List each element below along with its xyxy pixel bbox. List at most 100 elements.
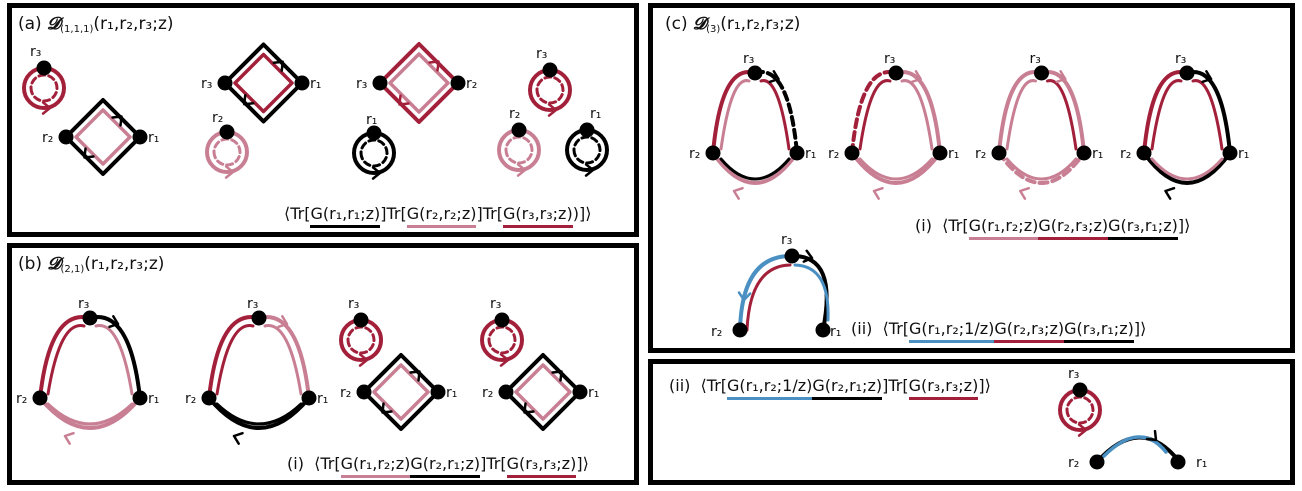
vertex-node — [542, 62, 558, 78]
vertex-label-r2: r₂ — [482, 385, 493, 401]
formula-open: ⟨Tr[ — [314, 454, 341, 473]
propagator-line — [1150, 79, 1183, 151]
direction-arrow — [428, 60, 440, 72]
direction-arrow — [409, 370, 421, 382]
vertex-label-r2: r₂ — [509, 106, 520, 122]
direction-arrow — [732, 186, 744, 200]
propagator-line — [38, 396, 142, 430]
formula-term-2: G(r₂,r₁;z) — [812, 376, 883, 400]
propagator-line — [215, 402, 303, 426]
vertex-node — [132, 390, 148, 406]
propagator-line — [858, 79, 892, 151]
formula-term-1: G(r₁,r₂;1/z) — [909, 319, 995, 343]
formula-close: ]⟩ — [576, 454, 589, 473]
vertex-label-r2: r₂ — [185, 391, 196, 407]
formula-index: (ii) — [669, 376, 691, 395]
vertex-label-r3: r₃ — [201, 76, 212, 92]
vertex-label-r1: r₁ — [1196, 455, 1207, 471]
formula-term-1: G(r₁,r₁;z) — [310, 204, 381, 228]
self-loop-inner — [535, 75, 565, 105]
vertex-node — [366, 125, 382, 141]
panel-c-formula-i: (i) ⟨Tr[G(r₁,r₂;z)G(r₂,r₃;z)G(r₃,r₁;z)]⟩ — [915, 216, 1190, 240]
self-loop-outer — [528, 68, 572, 112]
vertex-label-r2: r₂ — [689, 146, 700, 162]
direction-arrow — [910, 70, 922, 84]
formula-term-1: G(r₁,r₂;1/z) — [727, 376, 813, 400]
self-loop-outer — [565, 128, 609, 172]
vertex-label-r3: r₃ — [78, 296, 89, 312]
direction-arrow — [523, 402, 535, 414]
direction-arrow — [277, 315, 289, 329]
vertex-label-r1: r₁ — [148, 391, 159, 407]
vertex-label-r2: r₂ — [16, 391, 27, 407]
vertex-label-r2: r₂ — [975, 146, 986, 162]
formula-open: ⟨Tr[ — [942, 216, 969, 235]
self-loop-outer — [339, 318, 383, 362]
vertex-node — [356, 384, 372, 400]
formula-term-1: G(r₁,r₂;z) — [340, 454, 411, 478]
vertex-label-r2: r₂ — [340, 385, 351, 401]
vertex-label-r3: r₃ — [490, 296, 501, 312]
vertex-label-r2: r₂ — [711, 324, 722, 340]
direction-arrow — [358, 353, 369, 367]
vertex-node — [991, 145, 1007, 161]
propagator-line — [207, 315, 261, 400]
propagator-line — [1150, 157, 1224, 181]
propagator-line — [1185, 70, 1232, 155]
formula-term-3: G(r₃,r₃;z) — [506, 454, 577, 478]
vertex-label-r2: r₂ — [828, 146, 839, 162]
vertex-node — [32, 390, 48, 406]
formula-term-3: G(r₃,r₁;z) — [1108, 216, 1178, 240]
propagator-line — [64, 135, 142, 176]
direction-arrow — [499, 353, 510, 367]
vertex-label-r1: r₁ — [805, 146, 816, 162]
direction-arrow — [243, 94, 255, 106]
propagator-line — [790, 253, 829, 332]
propagator-line — [1005, 157, 1078, 181]
vertex-label-r3: r₃ — [536, 46, 547, 62]
propagator-line — [215, 324, 255, 396]
vertex-label-r1: r₁ — [310, 76, 321, 92]
vertex-node — [372, 75, 388, 91]
vertex-label-r1: r₁ — [590, 106, 601, 122]
vertex-node — [579, 122, 595, 138]
vertex-node — [498, 384, 514, 400]
formula-index: (ii) — [851, 319, 873, 338]
panel-a-formula: ⟨Tr[G(r₁,r₁;z)]Tr[G(r₂,r₂;z)]Tr[G(r₃,r₃;… — [284, 204, 591, 228]
vertex-label-r2: r₂ — [466, 76, 477, 92]
propagator-line — [46, 402, 134, 426]
formula-mid: ]Tr[ — [882, 376, 909, 395]
formula-mid: ]Tr[ — [480, 454, 507, 473]
vertex-label-r2: r₂ — [1120, 146, 1131, 162]
vertex-node — [301, 390, 317, 406]
propagator-line — [388, 52, 450, 114]
propagator-line — [1142, 70, 1189, 155]
vertex-node — [572, 384, 588, 400]
propagator-line — [223, 81, 304, 124]
vertex-label-r3: r₃ — [356, 76, 367, 92]
propagator-line — [759, 79, 791, 151]
vertex-node — [511, 122, 527, 138]
propagator-line — [372, 363, 430, 421]
propagator-line — [1191, 79, 1224, 151]
propagator-line — [711, 151, 799, 185]
direction-arrow — [1077, 423, 1088, 437]
direction-arrow — [224, 165, 235, 179]
vertex-node — [450, 75, 466, 91]
self-loop-inner — [29, 73, 59, 103]
vertex-node — [932, 145, 948, 161]
propagator-line — [46, 324, 86, 396]
vertex-label-r1: r₁ — [148, 130, 159, 146]
vertex-label-r3: r₃ — [1175, 51, 1186, 67]
direction-arrow — [398, 94, 410, 106]
propagator-line — [378, 42, 460, 85]
direction-arrow — [872, 186, 884, 200]
propagator-line — [1142, 151, 1232, 185]
vertex-label-r3: r₃ — [30, 44, 41, 60]
panel-c-formula-ii: (ii) ⟨Tr[G(r₁,r₂;1/z)G(r₂,r₃;z)G(r₃,r₁;z… — [851, 319, 1146, 343]
direction-arrow — [83, 147, 95, 159]
panel-a-label: (a) — [18, 14, 42, 34]
vertex-node — [353, 312, 369, 328]
formula-mid-1: ]Tr[ — [380, 204, 407, 223]
